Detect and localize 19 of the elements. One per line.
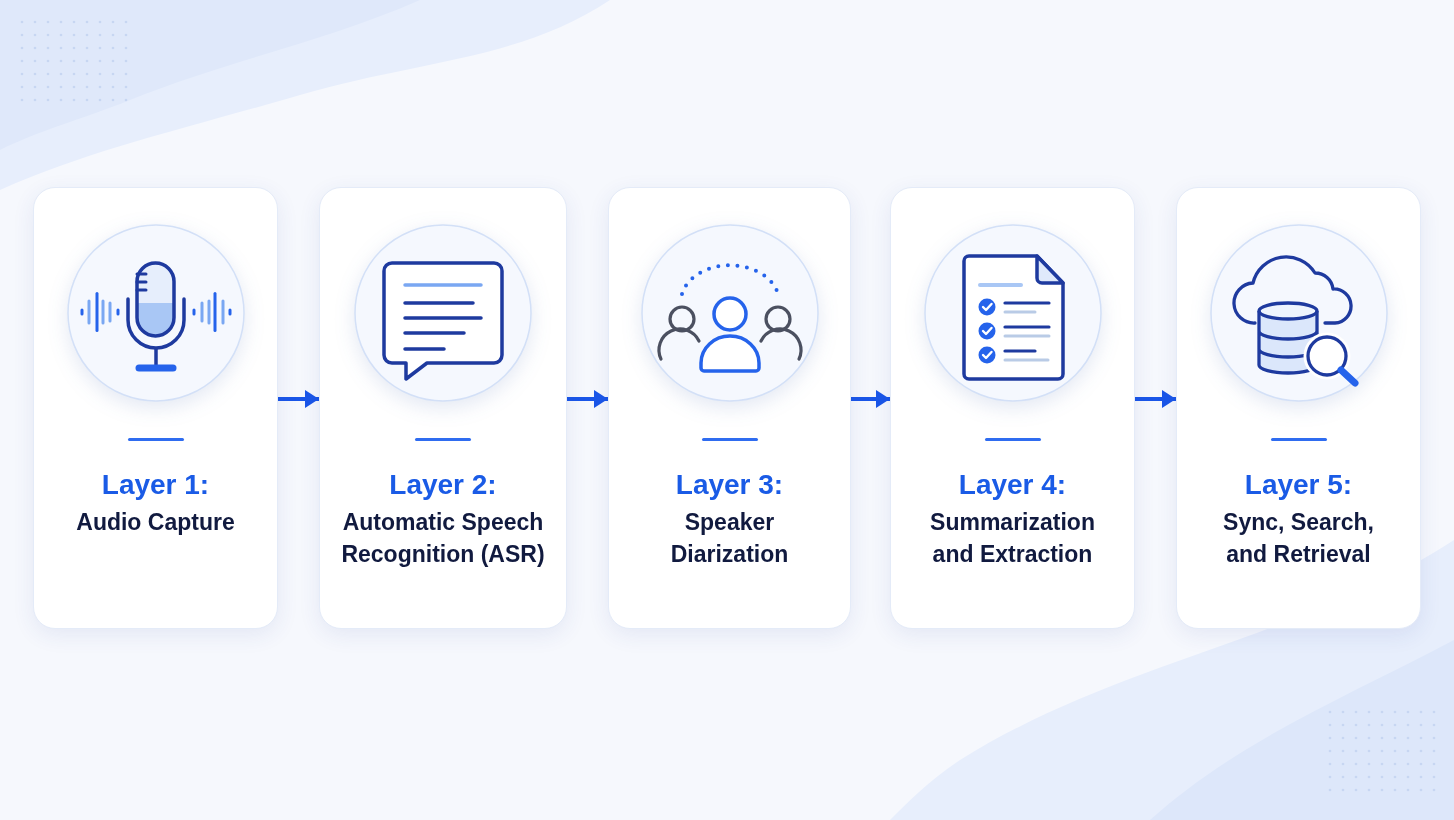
arrow xyxy=(278,390,319,408)
process-card xyxy=(33,187,278,629)
layer-description: Automatic Speech Recognition (ASR) xyxy=(340,508,546,569)
arrow xyxy=(851,390,890,408)
arrow xyxy=(1135,390,1176,408)
layer-title: Layer 3: xyxy=(674,468,785,502)
arrow xyxy=(567,390,608,408)
layer-description: Audio Capture xyxy=(75,508,236,537)
layer-description: Sync, Search, and Retrieval xyxy=(1222,508,1375,569)
process-card xyxy=(890,187,1135,629)
layer-title: Layer 1: xyxy=(100,468,211,502)
layer-description: Summarization and Extraction xyxy=(929,508,1096,569)
process-card xyxy=(1176,187,1421,629)
layer-title: Layer 4: xyxy=(957,468,1068,502)
layer-description: Speaker Diarization xyxy=(669,508,790,569)
layer-title: Layer 2: xyxy=(388,468,498,502)
layer-title: Layer 5: xyxy=(1243,468,1354,502)
process-card xyxy=(319,187,567,629)
process-card xyxy=(608,187,851,629)
